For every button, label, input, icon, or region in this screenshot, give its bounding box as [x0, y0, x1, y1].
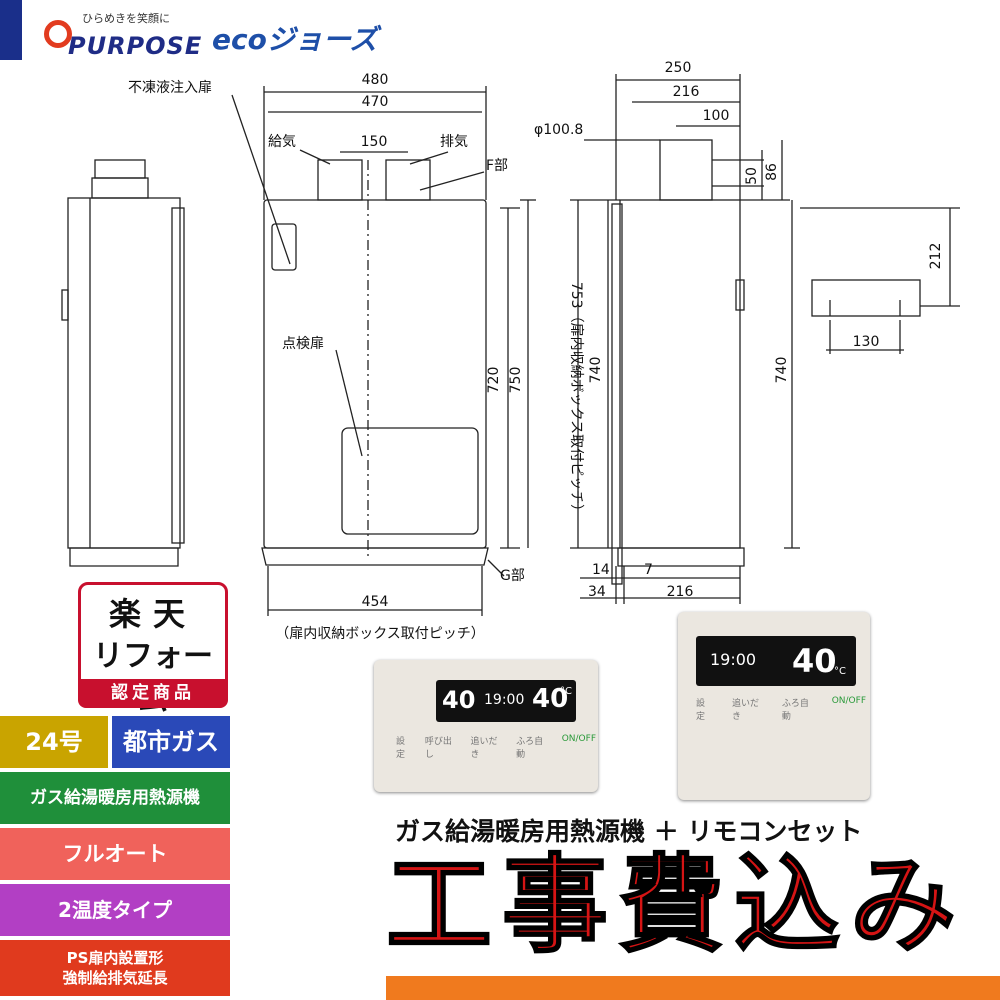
badge-temp: 2温度タイプ — [0, 884, 230, 936]
bath-remote-display: 19:00 40 °C — [696, 636, 856, 686]
kitchen-remote-button-settings[interactable]: 設定 — [396, 737, 406, 760]
dim-130: 130 — [853, 334, 880, 350]
bath-remote-time: 19:00 — [710, 650, 757, 669]
badge-mode: フルオート — [0, 828, 230, 880]
badge-install-line2: 強制給排気延長 — [62, 969, 168, 987]
kitchen-remote-power-button[interactable]: ON/OFF — [561, 734, 596, 744]
dim-100: 100 — [703, 108, 730, 124]
eco-logo: ecoジョーズ — [212, 23, 378, 56]
dim-216-top: 216 — [673, 84, 700, 100]
dim-470: 470 — [362, 94, 389, 110]
label-exhaust: 排気 — [440, 134, 468, 150]
dim-150: 150 — [361, 134, 388, 150]
kitchen-remote-time: 19:00 — [484, 692, 525, 708]
brand-bar — [0, 0, 22, 60]
brand-tagline: ひらめきを笑顔に — [82, 12, 170, 25]
kitchen-remote: 40 19:00 40 °C 設定 呼び出し 追いだき ふろ自動 ON/OFF — [374, 660, 598, 792]
kitchen-remote-button-call[interactable]: 呼び出し — [424, 737, 452, 760]
right-side-view — [570, 74, 800, 604]
dim-454: 454 — [362, 594, 389, 610]
badge-install: PS扉内設置形 強制給排気延長 — [0, 940, 230, 996]
badge-type: ガス給湯暖房用熱源機 — [0, 772, 230, 824]
kitchen-remote-buttons: 設定 呼び出し 追いだき ふろ自動 ON/OFF — [396, 734, 596, 760]
label-g-part: G部 — [500, 568, 525, 584]
dim-750: 750 — [508, 367, 524, 394]
badge-size: 24号 — [0, 716, 108, 768]
label-f-part: F部 — [486, 158, 508, 174]
dim-740-side: 740 — [588, 357, 604, 384]
orange-band — [386, 976, 1000, 1000]
bath-remote-buttons: 設定 追いだき ふろ自動 ON/OFF — [696, 696, 866, 722]
kitchen-remote-display: 40 19:00 40 °C — [436, 680, 576, 722]
bath-remote-button-reheat[interactable]: 追いだき — [731, 699, 759, 722]
dim-50: 50 — [744, 167, 760, 185]
bath-remote-button-auto-bath[interactable]: ふろ自動 — [781, 699, 809, 722]
dim-14: 14 — [592, 562, 610, 578]
badge-gas: 都市ガス — [112, 716, 230, 768]
left-side-view — [61, 159, 185, 567]
rakuten-line3: 認定商品 — [78, 679, 228, 708]
dim-216-bottom: 216 — [667, 584, 694, 600]
kitchen-remote-button-reheat[interactable]: 追いだき — [470, 737, 498, 760]
dim-7: 7 — [644, 562, 653, 578]
kitchen-remote-button-auto-bath[interactable]: ふろ自動 — [516, 737, 544, 760]
brand-name: PURPOSE — [68, 32, 203, 60]
bath-remote-button-settings[interactable]: 設定 — [696, 699, 706, 722]
dim-720: 720 — [486, 367, 502, 394]
dim-740-bracket: 740 — [774, 357, 790, 384]
kitchen-remote-temp-small: 40 — [442, 686, 476, 714]
bracket-detail — [800, 207, 960, 354]
front-view — [231, 86, 536, 616]
label-inspection-door: 点検扉 — [282, 336, 324, 352]
bath-remote-power-button[interactable]: ON/OFF — [831, 696, 866, 706]
label-intake: 給気 — [268, 134, 296, 150]
rakuten-line1: 楽天 — [108, 595, 197, 633]
dim-250: 250 — [665, 60, 692, 76]
dim-diameter: φ100.8 — [534, 122, 583, 138]
bath-remote: 19:00 40 °C 設定 追いだき ふろ自動 ON/OFF — [678, 612, 870, 800]
bath-remote-temp: 40 — [792, 642, 837, 680]
kitchen-remote-unit: °C — [560, 686, 572, 697]
label-antifreeze-door: 不凍液注入扉 — [128, 80, 212, 96]
dim-753-pitch: 753（扉内収納ボックス取付ピッチ） — [568, 282, 584, 518]
construction-included-title: 工事費込み — [385, 844, 966, 967]
bath-remote-unit: °C — [834, 666, 846, 677]
rakuten-reform-badge: 楽天 リフォーム 認定商品 — [78, 582, 228, 718]
kitchen-remote-temp: 40 — [532, 684, 569, 714]
bottom-caption: （扉内収納ボックス取付ピッチ） — [275, 626, 485, 642]
badge-install-line1: PS扉内設置形 — [66, 949, 164, 967]
dim-86: 86 — [764, 163, 780, 181]
dim-212: 212 — [928, 243, 944, 270]
purpose-logo-icon — [44, 20, 72, 48]
dim-480: 480 — [362, 72, 389, 88]
dim-34: 34 — [588, 584, 606, 600]
product-headline: ガス給湯暖房用熱源機 ＋ リモコンセット — [395, 817, 863, 846]
